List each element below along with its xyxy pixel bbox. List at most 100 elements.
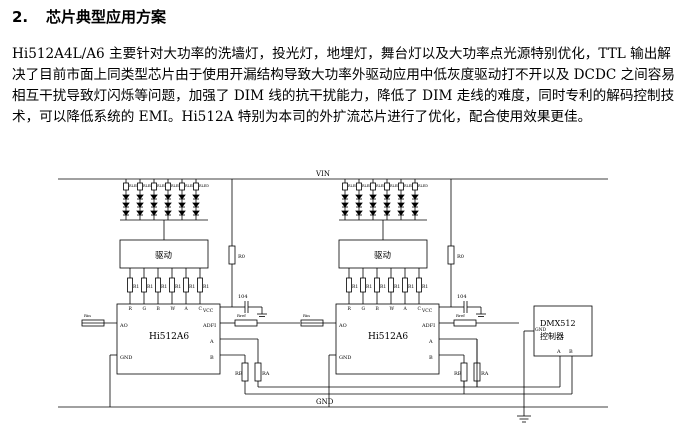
- r1-label: R1: [147, 284, 153, 290]
- led-string: RLED: [411, 179, 428, 220]
- r1-resistor: [402, 277, 408, 293]
- led-string: RLED: [136, 179, 153, 220]
- dmx-b-pin: B: [569, 349, 573, 355]
- ra-label: RA: [481, 371, 489, 377]
- led-resistor: [342, 182, 348, 191]
- led-string: RLED: [369, 179, 386, 220]
- rb-resistor: [241, 362, 249, 382]
- led-resistor-label: RLED: [171, 184, 181, 188]
- vin-label: VIN: [315, 170, 330, 178]
- pin-b: B: [429, 355, 433, 361]
- led-resistor-label: RLED: [418, 184, 428, 188]
- r1-resistor: [360, 277, 366, 293]
- ref-resistor: [234, 319, 258, 327]
- led-resistor: [412, 182, 418, 191]
- led-diode: [383, 210, 391, 216]
- led-diode: [122, 210, 130, 216]
- r1-label: R1: [133, 284, 139, 290]
- led-resistor: [384, 182, 390, 191]
- led-diode: [355, 210, 363, 216]
- section-title: 芯片典型应用方案: [46, 8, 167, 26]
- led-diode: [411, 202, 419, 208]
- led-string: RLED: [164, 179, 181, 220]
- r1-resistor: [346, 277, 352, 293]
- led-resistor: [193, 182, 199, 191]
- ref-resistor: [453, 319, 477, 327]
- led-diode: [192, 210, 200, 216]
- r1-resistor: [127, 277, 133, 293]
- led-resistor-label: RLED: [143, 184, 153, 188]
- output-pin-label: R: [129, 306, 133, 312]
- led-resistor: [179, 182, 185, 191]
- r1-resistor: [388, 277, 394, 293]
- description-paragraph: Hi512A4L/A6 主要针对大功率的洗墙灯，投光灯，地埋灯，舞台灯以及大功率…: [12, 46, 675, 125]
- led-diode: [136, 210, 144, 216]
- led-resistor-label: RLED: [348, 184, 358, 188]
- led-string: RLED: [150, 179, 167, 220]
- pin-vcc: VCC: [202, 308, 214, 314]
- r0-resistor: [447, 245, 455, 265]
- led-resistor-label: RLED: [362, 184, 372, 188]
- led-resistor-label: RLED: [157, 184, 167, 188]
- r1-resistor: [141, 277, 147, 293]
- pin-ao: AO: [338, 323, 347, 329]
- rin-resistor: [300, 319, 324, 327]
- rin-resistor: [81, 319, 105, 327]
- led-diode: [411, 210, 419, 216]
- led-resistor-label: RLED: [199, 184, 209, 188]
- led-diode: [341, 202, 349, 208]
- driver-block: [338, 239, 428, 269]
- output-pin-label: A: [403, 306, 408, 312]
- output-pin-label: R: [348, 306, 352, 312]
- led-string: RLED: [178, 179, 195, 220]
- cap-label: 104: [457, 294, 467, 300]
- rin-label: Rin: [84, 313, 91, 318]
- r0-label: R0: [457, 254, 464, 260]
- led-string: RLED: [355, 179, 372, 220]
- led-string: RLED: [341, 179, 358, 220]
- chip-name: Hi512A6: [368, 332, 408, 342]
- led-diode: [192, 202, 200, 208]
- led-resistor: [370, 182, 376, 191]
- led-resistor-label: RLED: [129, 184, 139, 188]
- rb-resistor: [460, 362, 468, 382]
- output-pin-label: B: [157, 306, 161, 312]
- ra-label: RA: [262, 371, 270, 377]
- driver-label: 驱动: [155, 250, 173, 261]
- led-diode: [383, 194, 391, 200]
- r1-resistor: [155, 277, 161, 293]
- led-diode: [122, 202, 130, 208]
- ref-label: Rref: [237, 313, 246, 318]
- led-diode: [150, 202, 158, 208]
- dmx-gnd-pin: GND: [535, 327, 547, 333]
- r1-label: R1: [352, 284, 358, 290]
- led-diode: [369, 202, 377, 208]
- r1-label: R1: [422, 284, 428, 290]
- led-resistor-label: RLED: [390, 184, 400, 188]
- r1-resistor: [169, 277, 175, 293]
- led-resistor-label: RLED: [185, 184, 195, 188]
- led-resistor: [398, 182, 404, 191]
- led-diode: [164, 194, 172, 200]
- output-pin-label: C: [418, 306, 422, 312]
- led-diode: [397, 210, 405, 216]
- section-number: 2.: [12, 8, 29, 26]
- led-diode: [178, 194, 186, 200]
- driver-block: [119, 239, 209, 269]
- pin-a: A: [428, 339, 433, 345]
- pin-adfi: ADFI: [202, 323, 216, 329]
- output-pin-label: W: [171, 306, 176, 312]
- r1-label: R1: [175, 284, 181, 290]
- output-pin-label: G: [143, 306, 147, 312]
- led-string: RLED: [397, 179, 414, 220]
- led-diode: [341, 194, 349, 200]
- led-diode: [397, 202, 405, 208]
- led-resistor-label: RLED: [376, 184, 386, 188]
- rb-label: RB: [235, 371, 243, 377]
- led-string: RLED: [383, 179, 400, 220]
- led-diode: [164, 210, 172, 216]
